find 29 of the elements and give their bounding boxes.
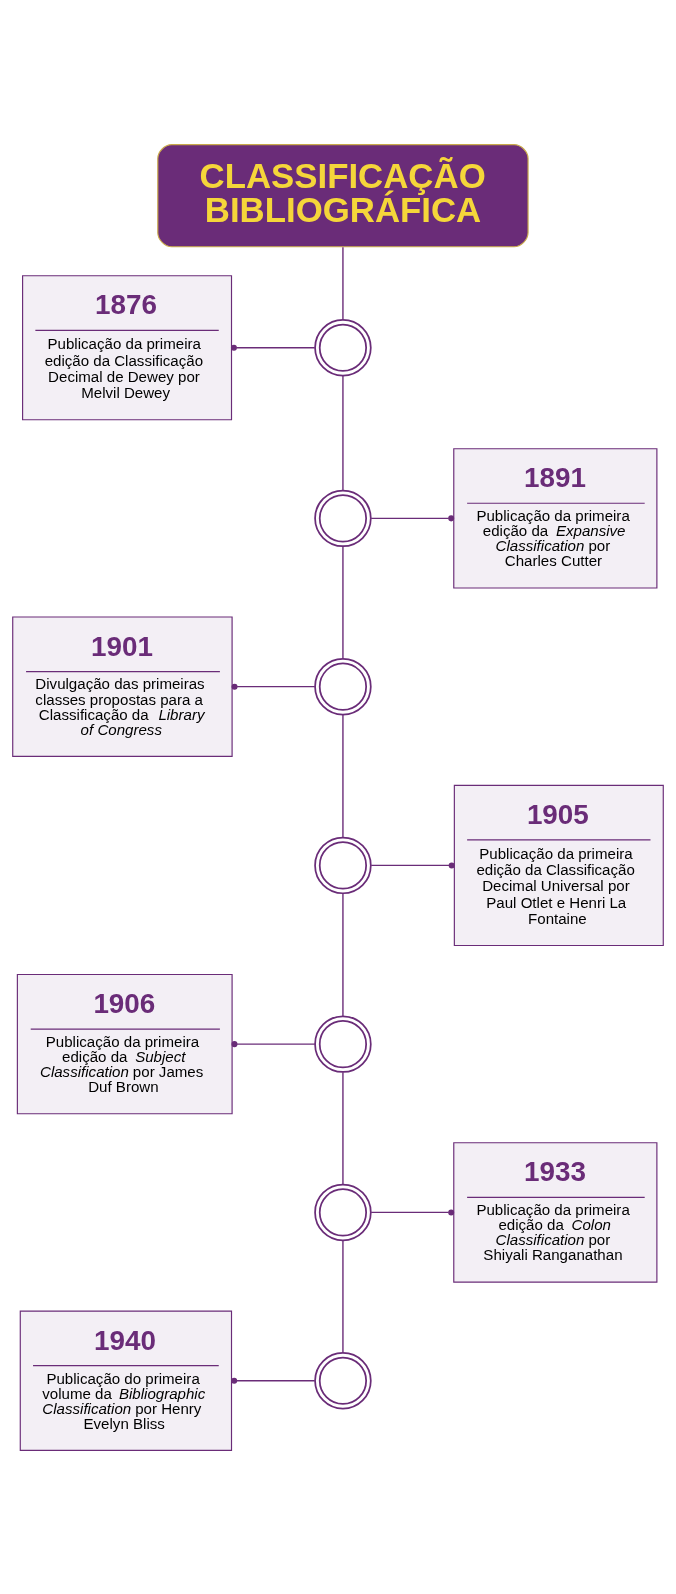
connector — [230, 344, 316, 351]
connector — [342, 245, 344, 320]
node-circle — [314, 836, 372, 894]
node-box: 1876 Publicação da primeira edição da Classificação Decimal de Dewey por Melvil Dewey — [22, 274, 233, 420]
node-circle — [314, 1183, 372, 1241]
node-box: CLASSIFICAÇÃO BIBLIOGRÁFICA — [157, 143, 529, 247]
node-box: 1906 Publicação da primeira edição da Subject Classification por James Duf Brown — [16, 973, 233, 1114]
connector — [342, 713, 344, 838]
node-box: 1940 Publicação do primeira volume da Bibliographic Classification por Henry Evelyn Bliss — [19, 1310, 233, 1451]
node-circle — [314, 657, 372, 715]
node-box: 1901 Divulgação das primeiras classes propostas para a Classificação da Library of Congress — [12, 615, 233, 757]
connector — [370, 1208, 455, 1215]
connector — [370, 514, 455, 521]
node-box: 1891 Publicação da primeira edição da Expansive Classification por Charles Cutter — [453, 447, 658, 589]
connector — [231, 683, 316, 690]
connector — [342, 1239, 344, 1353]
connector — [231, 1377, 316, 1384]
node-box: 1905 Publicação da primeira edição da Classificação Decimal Universal por Paul Otlet e Henri La Fontaine — [453, 784, 664, 946]
node-circle — [314, 1351, 372, 1409]
node-box: 1933 Publicação da primeira edição da Colon Classification por Shiyali Ranganathan — [453, 1141, 658, 1283]
connector — [370, 861, 455, 868]
connector — [342, 374, 344, 491]
connector — [342, 892, 344, 1017]
connector — [342, 545, 344, 659]
node-circle — [314, 489, 372, 547]
connector — [231, 1040, 316, 1047]
node-circle — [314, 1014, 372, 1073]
connector — [342, 1071, 344, 1185]
node-circle — [314, 318, 372, 376]
